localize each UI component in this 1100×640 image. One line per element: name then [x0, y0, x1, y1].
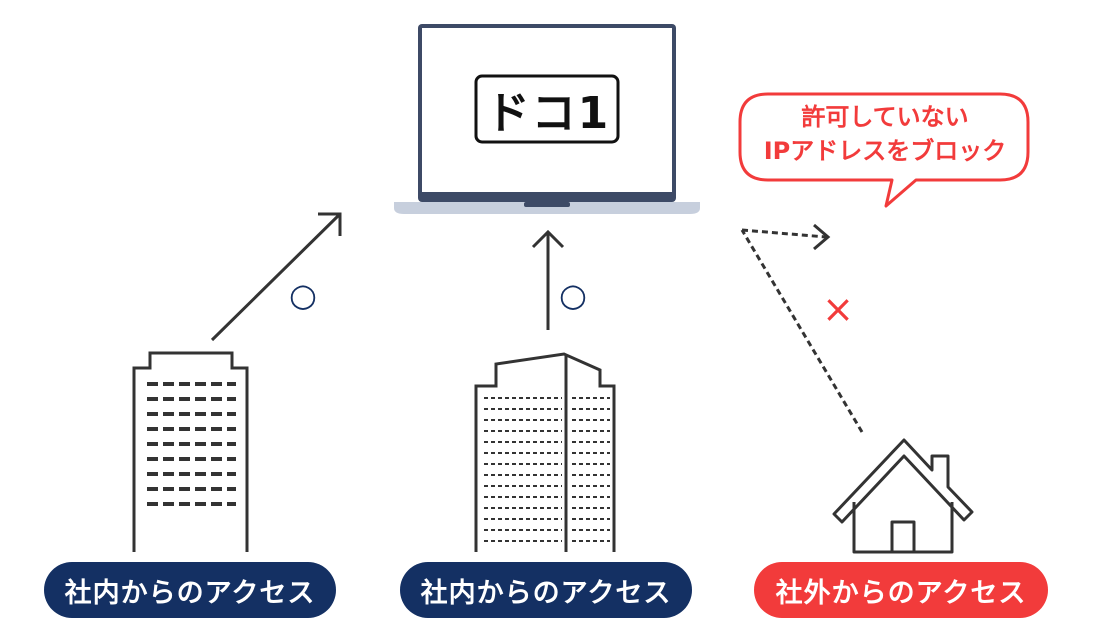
- laptop-icon: [394, 24, 700, 214]
- arrow-icon: [813, 223, 831, 251]
- blocked-path: [740, 228, 864, 433]
- arrow-icon: [210, 212, 342, 342]
- block-message: 許可していない IPアドレスをブロック: [740, 100, 1030, 168]
- tower-building-icon: [474, 352, 616, 552]
- logo-text: ドコ1: [485, 88, 611, 139]
- allowed-mark: ○: [289, 276, 317, 314]
- speech-bubble: [738, 92, 1030, 208]
- block-message-line1: 許可していない: [801, 103, 969, 131]
- block-message-line2: IPアドレスをブロック: [763, 137, 1007, 165]
- label-office-access-2: 社内からのアクセス: [400, 562, 692, 618]
- office-building-icon: [132, 351, 249, 552]
- label-outside-access: 社外からのアクセス: [754, 562, 1048, 618]
- house-icon: [832, 438, 974, 554]
- allowed-mark: ○: [559, 276, 587, 314]
- blocked-mark: ×: [822, 287, 854, 331]
- arrow-icon: [531, 229, 565, 330]
- label-office-access: 社内からのアクセス: [44, 562, 336, 618]
